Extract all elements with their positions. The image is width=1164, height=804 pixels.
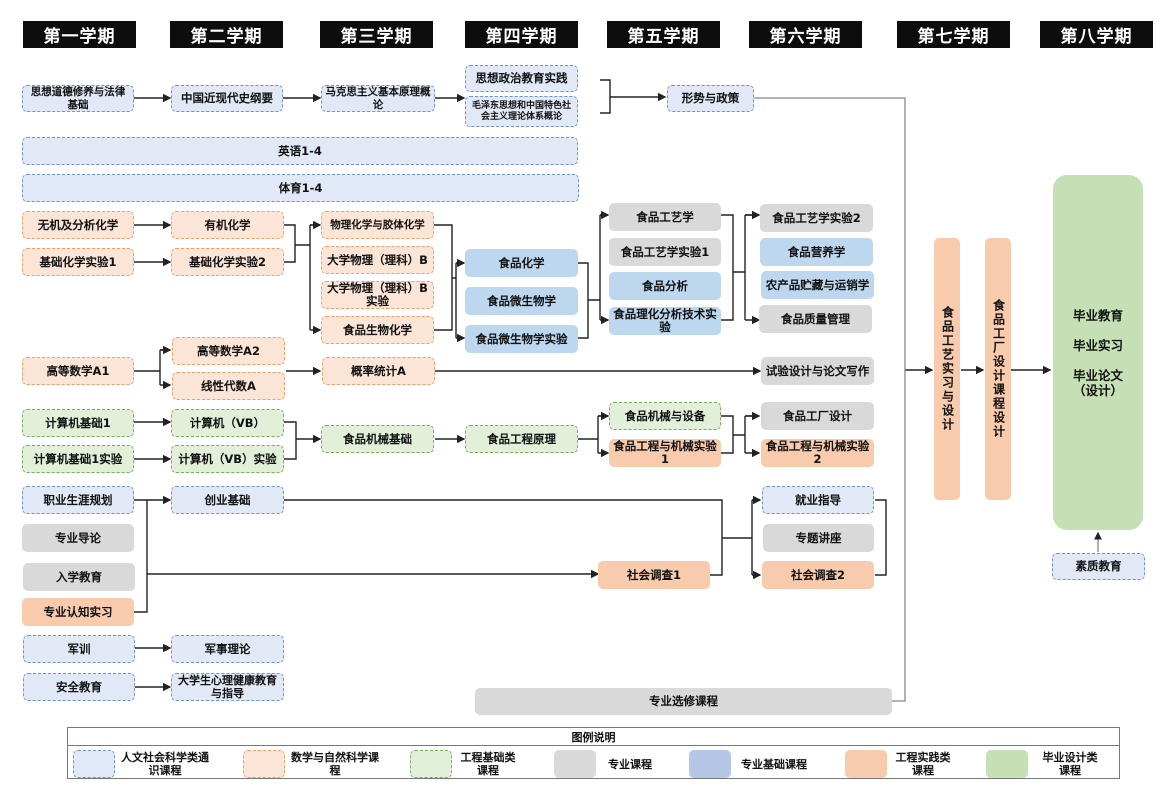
- arrow: [600, 79, 665, 114]
- course-spgysy2[interactable]: 食品工艺学实验2: [760, 204, 873, 232]
- course-bylw[interactable]: 毕业论文（设计）: [1072, 367, 1123, 398]
- course-sxzzsj[interactable]: 思想政治教育实践: [465, 65, 578, 92]
- course-szjy[interactable]: 素质教育: [1052, 553, 1145, 580]
- course-byjy[interactable]: 毕业教育: [1072, 307, 1123, 323]
- legend: 图例说明 人文社会科学类通识课程 数学与自然科学课程 工程基础类课程 专业课程 …: [67, 727, 1120, 779]
- course-wlhx[interactable]: 物理化学与胶体化学: [321, 211, 434, 239]
- course-aqjy[interactable]: 安全教育: [23, 673, 135, 701]
- course-spgcsj[interactable]: 食品工厂设计: [761, 402, 874, 430]
- semester-header-3: 第三学期: [320, 21, 433, 48]
- course-spfx[interactable]: 食品分析: [609, 272, 721, 300]
- course-xszc[interactable]: 形势与政策: [667, 85, 754, 112]
- semester-header-4: 第四学期: [465, 21, 578, 48]
- legend-swatch-practice: [845, 750, 887, 778]
- course-syssj[interactable]: 试验设计与论文写作: [761, 357, 874, 385]
- semester-header-5: 第五学期: [607, 21, 720, 48]
- course-spjxsb[interactable]: 食品机械与设备: [609, 402, 721, 430]
- course-gdsxa1[interactable]: 高等数学A1: [22, 357, 134, 385]
- course-jsjjc1[interactable]: 计算机基础1: [22, 409, 134, 437]
- course-xljk[interactable]: 大学生心理健康教育与指导: [171, 673, 284, 701]
- course-shdc2[interactable]: 社会调查2: [762, 561, 874, 589]
- course-bysx[interactable]: 毕业实习: [1072, 337, 1123, 353]
- semester-header-1: 第一学期: [23, 21, 136, 48]
- course-ztjz[interactable]: 专题讲座: [763, 524, 874, 552]
- course-sxdd[interactable]: 思想道德修养与法律基础: [22, 85, 134, 112]
- course-xxdsa[interactable]: 线性代数A: [172, 372, 285, 400]
- course-spzlgl[interactable]: 食品质量管理: [759, 305, 872, 333]
- course-jsjjc1sy[interactable]: 计算机基础1实验: [22, 445, 134, 473]
- legend-label-graduation: 毕业设计类课程: [1042, 751, 1098, 777]
- semester-header-7: 第七学期: [897, 21, 1010, 48]
- course-zydl[interactable]: 专业导论: [22, 524, 134, 552]
- course-gdsxa2[interactable]: 高等数学A2: [172, 337, 285, 365]
- legend-swatch-humanities: [73, 750, 115, 778]
- legend-label-practice: 工程实践类课程: [895, 751, 951, 777]
- course-zgjxds[interactable]: 中国近现代史纲要: [171, 85, 283, 112]
- legend-label-humanities: 人文社会科学类通识课程: [121, 751, 209, 777]
- semester-header-6: 第六学期: [749, 21, 862, 48]
- course-pe[interactable]: 体育1-4: [22, 174, 579, 202]
- legend-swatch-math: [243, 750, 285, 778]
- course-spswhx[interactable]: 食品生物化学: [321, 316, 434, 344]
- course-gltja[interactable]: 概率统计A: [322, 357, 435, 385]
- course-spjxjc[interactable]: 食品机械基础: [321, 425, 434, 453]
- course-jsjvb[interactable]: 计算机（VB）: [171, 409, 284, 437]
- course-gckc[interactable]: 食品工厂设计课程设计: [985, 238, 1011, 500]
- legend-label-engineering: 工程基础类课程: [460, 751, 516, 777]
- course-jyzd[interactable]: 就业指导: [762, 486, 874, 514]
- course-ncpzc[interactable]: 农产品贮藏与运销学: [761, 271, 874, 299]
- legend-swatch-engineering: [410, 750, 452, 778]
- course-yjhx[interactable]: 有机化学: [171, 211, 284, 239]
- course-spgcjxsy1[interactable]: 食品工程与机械实验1: [609, 439, 721, 467]
- course-jchxsy2[interactable]: 基础化学实验2: [171, 248, 284, 276]
- legend-label-prof-base: 专业基础课程: [741, 757, 807, 771]
- course-jx[interactable]: 军训: [23, 635, 135, 663]
- course-jchxsy1[interactable]: 基础化学实验1: [22, 248, 134, 276]
- course-spgcjxsy2[interactable]: 食品工程与机械实验2: [761, 439, 874, 467]
- course-spgcyl[interactable]: 食品工程原理: [465, 425, 578, 453]
- course-cyjc[interactable]: 创业基础: [171, 486, 284, 514]
- course-spwsw[interactable]: 食品微生物学: [465, 287, 578, 315]
- course-sphx[interactable]: 食品化学: [465, 249, 578, 277]
- course-zysygh[interactable]: 职业生涯规划: [22, 486, 134, 514]
- course-dxwlsy[interactable]: 大学物理（理科）B实验: [321, 281, 434, 309]
- legend-label-professional: 专业课程: [608, 757, 652, 771]
- course-rxjy[interactable]: 入学教育: [23, 563, 135, 591]
- course-jsjvbsy[interactable]: 计算机（VB）实验: [171, 445, 284, 473]
- course-mzdsx[interactable]: 毛泽东思想和中国特色社会主义理论体系概论: [465, 96, 578, 127]
- legend-swatch-prof-base: [689, 750, 731, 778]
- legend-label-math: 数学与自然科学课程: [291, 751, 379, 777]
- course-zyxx[interactable]: 专业选修课程: [475, 688, 892, 715]
- legend-swatch-graduation: [986, 750, 1028, 778]
- course-shdc1[interactable]: 社会调查1: [598, 561, 710, 589]
- course-wjfx[interactable]: 无机及分析化学: [22, 211, 134, 239]
- legend-title: 图例说明: [68, 728, 1119, 746]
- course-spgysy1[interactable]: 食品工艺学实验1: [609, 238, 721, 266]
- course-spwswsy[interactable]: 食品微生物学实验: [465, 325, 578, 353]
- course-jsll[interactable]: 军事理论: [171, 635, 284, 663]
- legend-swatch-professional: [554, 750, 596, 778]
- semester-header-2: 第二学期: [170, 21, 283, 48]
- course-english[interactable]: 英语1-4: [22, 137, 578, 165]
- course-splhfx[interactable]: 食品理化分析技术实验: [609, 307, 721, 335]
- course-gysx[interactable]: 食品工艺实习与设计: [934, 238, 960, 500]
- course-spgyx[interactable]: 食品工艺学: [609, 203, 721, 231]
- course-zyrzsx[interactable]: 专业认知实习: [22, 598, 134, 626]
- semester-header-8: 第八学期: [1040, 21, 1153, 48]
- graduation-block: 毕业教育 毕业实习 毕业论文（设计）: [1053, 175, 1143, 530]
- course-dxwl[interactable]: 大学物理（理科）B: [321, 246, 434, 274]
- course-spyyx[interactable]: 食品营养学: [760, 238, 873, 266]
- course-mkszy[interactable]: 马克思主义基本原理概论: [321, 85, 435, 112]
